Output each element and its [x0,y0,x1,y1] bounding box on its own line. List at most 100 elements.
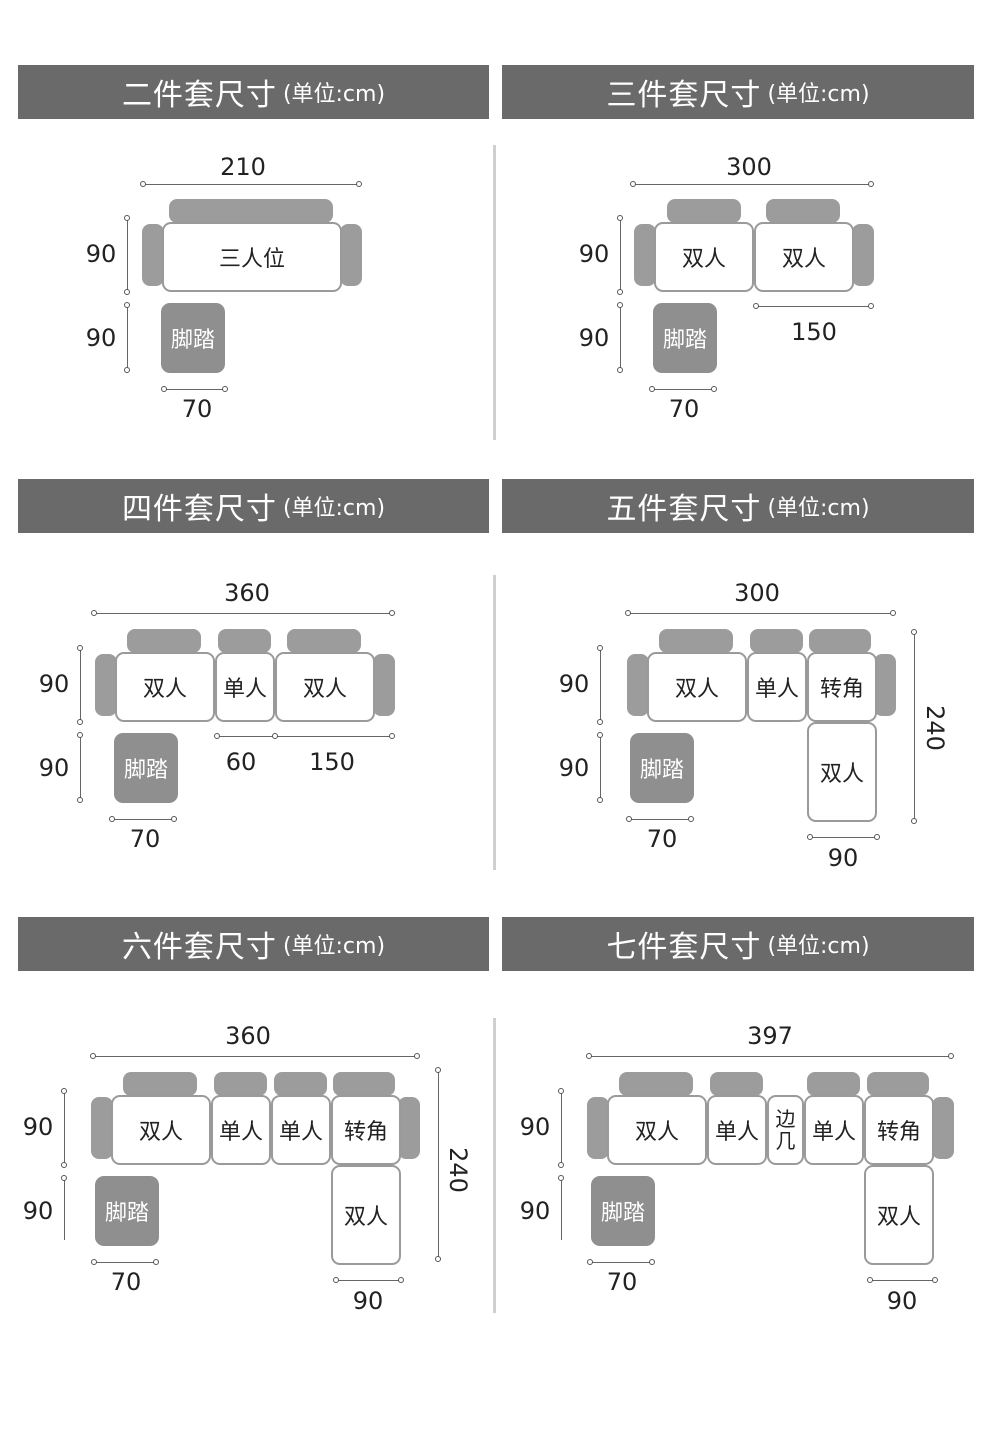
seat-width-dimension-line [217,736,392,737]
dimension-end [77,797,83,803]
backrest [659,629,733,653]
dimension-end [389,733,395,739]
armrest-left [91,1097,113,1159]
depth-dimension-line [620,218,621,292]
armrest-right [398,1097,420,1159]
backrest [710,1072,763,1096]
width-label: 300 [734,579,780,607]
dimension-end [214,733,220,739]
dimension-end [617,367,623,373]
backrest [333,1072,395,1096]
stool-width-dimension-line [94,1262,156,1263]
dimension-end [91,1259,97,1265]
stool-width-label: 70 [110,1268,142,1296]
armrest-right [932,1097,954,1159]
dimension-end [356,181,362,187]
seat-single: 单人 [271,1095,331,1165]
chaise-width-label: 90 [886,1287,918,1315]
footstool: 脚踏 [630,733,694,803]
dimension-end [161,386,167,392]
panel-title: 六件套尺寸 [121,930,277,965]
panel-title: 五件套尺寸 [606,492,762,527]
seat-single: 单人 [215,652,275,722]
backrest [287,629,361,653]
dimension-end [597,797,603,803]
header-3pc: 三件套尺寸(单位:cm) [502,65,974,119]
stool-depth-label: 90 [38,754,70,782]
seat-double: 双人 [607,1095,707,1165]
depth-label: 90 [519,1113,551,1141]
dimension-end [932,1277,938,1283]
single-width-label: 60 [225,748,257,776]
footstool: 脚踏 [95,1176,159,1246]
panel-title: 四件套尺寸 [121,492,277,527]
dimension-end [711,386,717,392]
seat-width-dimension-line [756,306,871,307]
dimension-end [874,834,880,840]
stool-width-label: 70 [668,395,700,423]
width-label: 397 [747,1022,793,1050]
stool-depth-dimension-line [64,1178,65,1240]
footstool: 脚踏 [591,1176,655,1246]
dimension-end [124,215,130,221]
dimension-end [77,719,83,725]
chaise-double: 双人 [807,722,877,822]
depth-label: 90 [558,670,590,698]
backrest [766,199,840,223]
seat-corner: 转角 [864,1095,934,1165]
chaise-length-dimension-line [914,632,915,821]
dimension-end [911,818,917,824]
armrest-right [340,224,362,286]
seat-corner: 转角 [331,1095,401,1165]
dimension-end [61,1088,67,1094]
dimension-end [597,719,603,725]
dimension-end [558,1175,564,1181]
seat-double: 双人 [115,652,215,722]
side-table-label: 边几 [775,1107,796,1153]
dimension-end [124,302,130,308]
seat-double: 双人 [275,652,375,722]
stool-depth-label: 90 [519,1197,551,1225]
armrest-left [587,1097,609,1159]
dimension-end [77,732,83,738]
dimension-end [91,610,97,616]
dimension-end [868,181,874,187]
backrest [218,629,271,653]
chaise-length-label: 240 [921,705,949,751]
seat-double: 双人 [654,222,754,292]
header-7pc: 七件套尺寸(单位:cm) [502,917,974,971]
dimension-end [61,1162,67,1168]
footstool: 脚踏 [114,733,178,803]
unit-label: (单位:cm) [767,496,870,521]
depth-dimension-line [561,1091,562,1165]
stool-width-label: 70 [646,825,678,853]
backrest [667,199,741,223]
backrest [123,1072,197,1096]
dimension-end [109,816,115,822]
width-dimension-line [93,1056,417,1057]
chaise-double: 双人 [864,1165,934,1265]
dimension-end [630,181,636,187]
stool-width-dimension-line [590,1262,652,1263]
armrest-left [634,224,656,286]
stool-depth-dimension-line [80,735,81,800]
dimension-end [153,1259,159,1265]
depth-label: 90 [22,1113,54,1141]
dimension-end [867,1277,873,1283]
unit-label: (单位:cm) [282,496,386,521]
header-6pc: 六件套尺寸(单位:cm) [18,917,489,971]
chaise-double: 双人 [331,1165,401,1265]
dimension-end [333,1277,339,1283]
dimension-end [272,733,278,739]
seat-double: 双人 [111,1095,211,1165]
armrest-left [142,224,164,286]
stool-depth-dimension-line [127,305,128,370]
dimension-end [617,289,623,295]
chaise-width-dimension-line [870,1280,935,1281]
dimension-end [626,816,632,822]
chaise-width-label: 90 [827,844,859,872]
backrest [127,629,201,653]
width-dimension-line [94,613,392,614]
unit-label: (单位:cm) [767,934,870,959]
header-5pc: 五件套尺寸(单位:cm) [502,479,974,533]
